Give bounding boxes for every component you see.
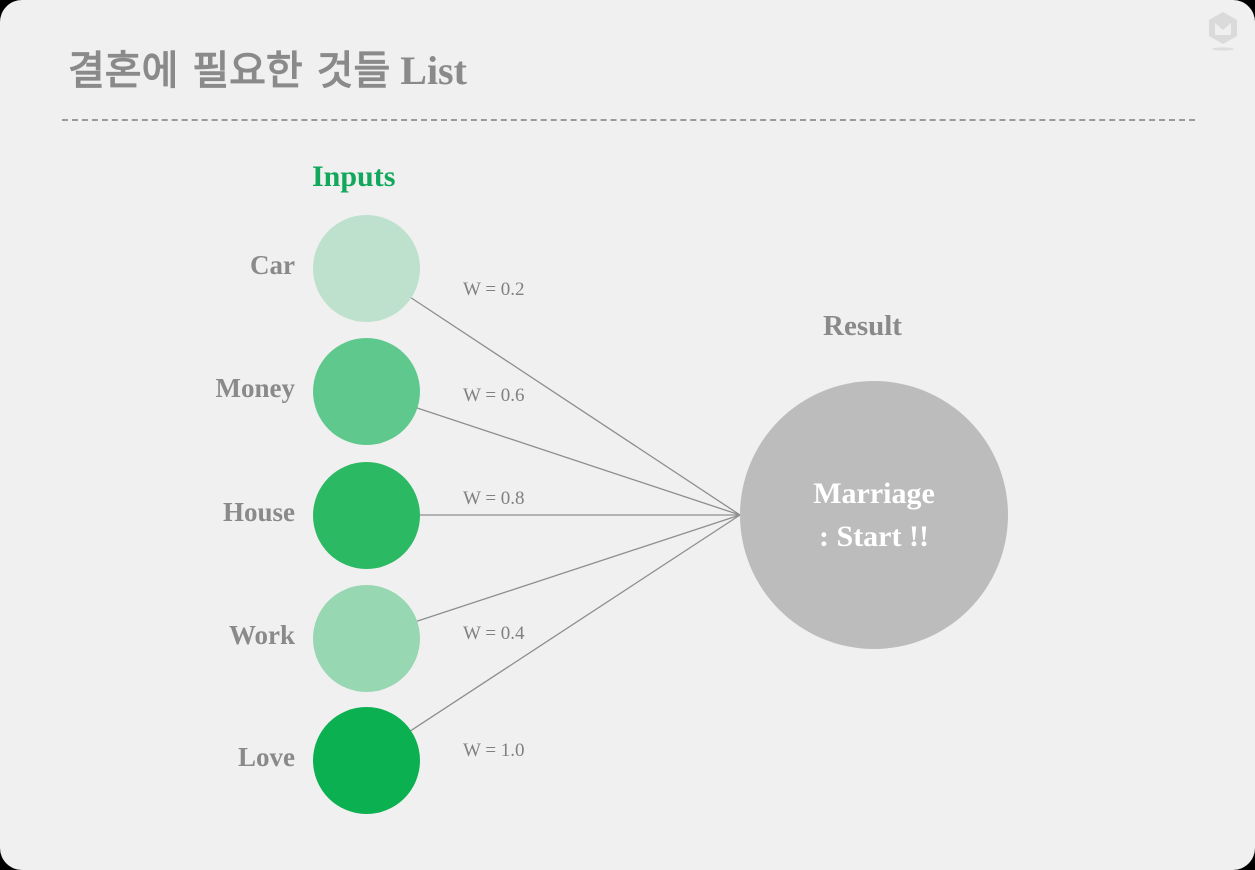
result-line-1: Marriage bbox=[813, 476, 935, 510]
weight-label-work: W = 0.4 bbox=[463, 623, 525, 644]
weight-label-house: W = 0.8 bbox=[463, 488, 525, 509]
input-label-money: Money bbox=[215, 373, 295, 403]
input-node-house[interactable] bbox=[312, 461, 420, 569]
weight-label-car: W = 0.2 bbox=[463, 279, 525, 300]
input-label-car: Car bbox=[250, 250, 295, 280]
input-label-love: Love bbox=[238, 742, 295, 772]
input-node-work[interactable] bbox=[312, 584, 420, 692]
result-node[interactable]: Marriage : Start !! bbox=[740, 381, 1008, 649]
input-node-money[interactable] bbox=[312, 337, 420, 445]
page-title-list: List bbox=[400, 48, 467, 93]
result-heading: Result bbox=[823, 310, 902, 342]
edge-work bbox=[416, 514, 741, 622]
input-node-love[interactable] bbox=[312, 706, 420, 814]
input-label-house: House bbox=[222, 497, 295, 527]
header-divider bbox=[62, 119, 1195, 121]
input-label-work: Work bbox=[228, 620, 295, 650]
edge-love bbox=[410, 514, 741, 732]
page-title-korean: 결혼에 필요한 것들 bbox=[68, 48, 391, 94]
inputs-heading: Inputs bbox=[312, 160, 396, 193]
edge-car bbox=[410, 296, 741, 516]
weight-label-love: W = 1.0 bbox=[463, 740, 525, 761]
edge-money bbox=[416, 407, 741, 516]
result-line-2: : Start !! bbox=[819, 520, 929, 553]
weight-label-money: W = 0.6 bbox=[463, 385, 525, 406]
page-title: 결혼에 필요한 것들 List bbox=[68, 38, 467, 96]
hexagon-m-logo-icon bbox=[1201, 8, 1245, 54]
input-node-car[interactable] bbox=[312, 214, 420, 322]
